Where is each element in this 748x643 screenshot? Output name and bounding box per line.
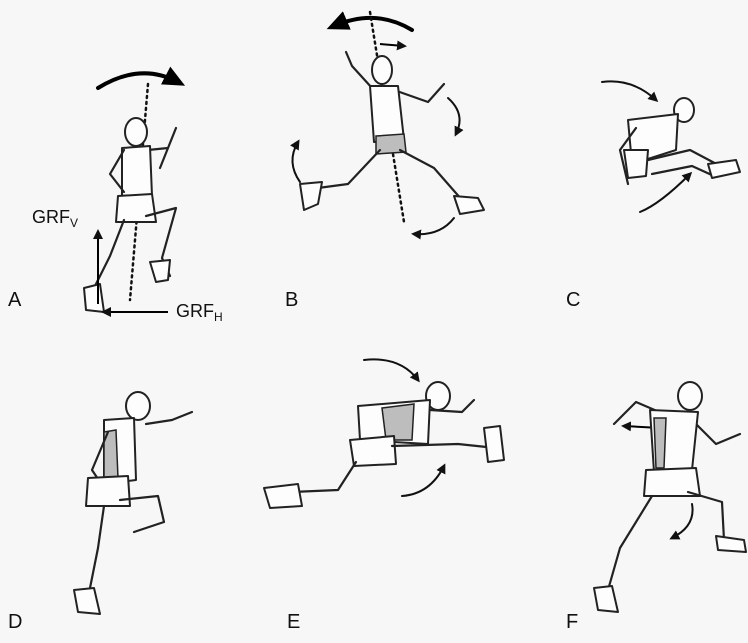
panel-e-figure	[264, 359, 504, 508]
grf-horizontal-label: GRFH	[176, 302, 223, 326]
panel-f-figure	[594, 382, 746, 612]
grf-vertical-label: GRFV	[32, 208, 78, 232]
panel-c-figure	[602, 81, 740, 212]
panel-label-f: F	[566, 612, 578, 632]
rotation-arrow-a	[98, 73, 178, 88]
panel-b-figure	[292, 12, 484, 234]
panel-d-figure	[74, 392, 192, 614]
panel-label-b: B	[285, 290, 298, 310]
panel-label-a: A	[8, 290, 21, 310]
panel-label-d: D	[8, 612, 22, 632]
panel-label-e: E	[287, 612, 300, 632]
panel-a-figure	[84, 73, 178, 312]
panel-label-c: C	[566, 290, 580, 310]
